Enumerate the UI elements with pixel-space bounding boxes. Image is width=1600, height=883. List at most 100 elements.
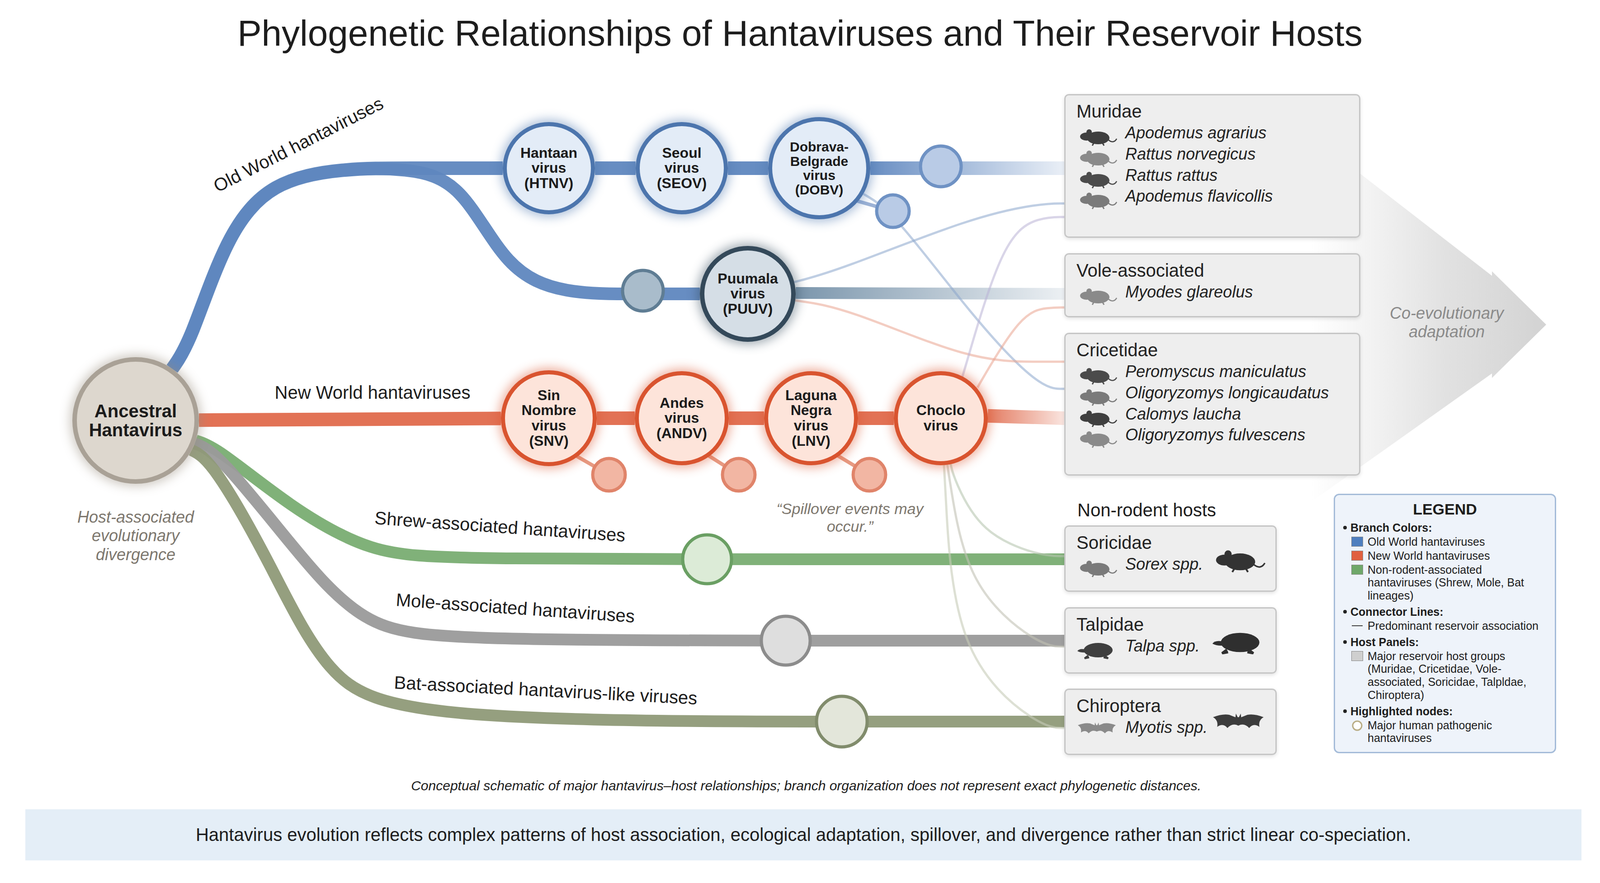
host-panel: CricetidaePeromyscus maniculatusOligoryz… [1064, 332, 1361, 476]
text-wrap: Puumala virus (PUUV) [713, 271, 782, 317]
legend-heading: Highlighted nodes: [1343, 704, 1547, 718]
species-name: Myotis spp. [1076, 717, 1267, 739]
legend-heading: Host Panels: [1343, 635, 1547, 649]
branch-connector [198, 418, 501, 421]
branch-connector [728, 411, 765, 425]
caption-band: Hantavirus evolution reflects complex pa… [25, 809, 1582, 861]
annotation: Host-associated evolutionary divergence [72, 507, 199, 564]
rodent-icon [1076, 167, 1118, 189]
legend-text: New World hantaviruses [1367, 549, 1490, 563]
diagram-title: Phylogenetic Relationships of Hantavirus… [0, 12, 1600, 55]
bat-icon [1211, 709, 1266, 734]
rodent-icon [1076, 385, 1118, 406]
text-wrap: Hantaan virus (HTNV) [514, 145, 583, 192]
circle-sample [1351, 719, 1364, 732]
rodent-icon [1076, 125, 1118, 147]
spillover-connector [947, 464, 1065, 647]
text-wrap: Laguna Negra virus (LNV) [777, 387, 845, 449]
mole-icon [1076, 638, 1118, 660]
legend-row: Old World hantaviruses [1351, 535, 1547, 549]
spillover-connector [976, 307, 1065, 389]
branch-connector [191, 450, 1065, 722]
branch-dot [622, 270, 664, 312]
legend-row: Non-rodent-associated hantaviruses (Shre… [1351, 563, 1547, 603]
legend-swatch [1351, 536, 1364, 547]
virus-name: Ancestral Hantavirus [83, 401, 188, 440]
legend-row: New World hantaviruses [1351, 549, 1547, 563]
host-panel: TalpidaeTalpa spp. [1064, 607, 1277, 674]
branch-label: Mole-associated hantaviruses [395, 589, 636, 627]
legend-bullet [1343, 640, 1347, 644]
panel-heading: Muridae [1076, 99, 1350, 123]
text-wrap: Andes virus (ANDV) [647, 395, 716, 442]
rodent-icon [1076, 146, 1118, 168]
legend-swatch [1351, 651, 1364, 661]
host-panel: SoricidaeSorex spp. [1064, 525, 1277, 592]
species-name: Talpa spp. [1076, 635, 1267, 657]
rodent-icon [1076, 556, 1118, 578]
legend-text: Predominant reservoir association [1367, 619, 1539, 633]
virus-name: Sin Nombre virus (SNV) [514, 387, 583, 449]
branch-connector [594, 161, 636, 175]
legend-swatch [1351, 564, 1364, 575]
species-name: Rattus norvegicus [1076, 143, 1350, 166]
rodent-icon [1211, 544, 1266, 573]
text-wrap: Sin Nombre virus (SNV) [514, 387, 583, 449]
text-wrap: Dobrava-Belgrade virus (DOBV) [782, 139, 857, 197]
species-name: Apodemus flavicollis [1076, 185, 1350, 208]
species-name: Myodes glareolus [1076, 281, 1350, 303]
branch-dot [853, 458, 886, 491]
rodent-icon [1076, 284, 1118, 306]
legend-heading: Connector Lines: [1343, 604, 1547, 619]
legend-text: Major human pathogenic hantaviruses [1367, 718, 1547, 746]
virus-name: Seoul virus (SEOV) [647, 145, 716, 192]
branch-connector [858, 411, 894, 425]
species-name: Sorex spp. [1076, 553, 1267, 576]
virus-circle: Laguna Negra virus (LNV) [764, 371, 859, 466]
virus-circle: Puumala virus (PUUV) [699, 245, 796, 342]
host-panel: Vole-associatedMyodes glareolus [1064, 253, 1361, 318]
virus-circle: Seoul virus (SEOV) [635, 122, 728, 215]
branch-dot [682, 534, 732, 584]
branch-dot [722, 458, 756, 491]
legend-text: Old World hantaviruses [1367, 535, 1485, 549]
spillover-connector [950, 464, 1065, 557]
rodent-icon [1076, 188, 1118, 210]
branch-label: Bat-associated hantavirus-like viruses [393, 672, 699, 709]
legend-row: Major reservoir host groups (Muridae, Cr… [1351, 649, 1547, 702]
virus-circle: Andes virus (ANDV) [634, 371, 729, 466]
line-sample [1351, 620, 1364, 631]
footnote: Conceptual schematic of major hantavirus… [410, 778, 1202, 794]
virus-name: Puumala virus (PUUV) [713, 271, 782, 317]
panel-heading: Soricidae [1076, 531, 1267, 554]
spillover-connector [795, 300, 1065, 362]
legend-bullet [1343, 609, 1347, 614]
branch-connector [795, 292, 1065, 294]
virus-name: Andes virus (ANDV) [647, 395, 716, 442]
rodent-icon [1076, 406, 1118, 428]
branch-dot [816, 696, 868, 747]
rodent-icon [1076, 363, 1118, 385]
text-wrap: Seoul virus (SEOV) [647, 145, 716, 192]
species-name: Peromyscus maniculatus [1076, 361, 1350, 383]
legend-text: Major reservoir host groups (Muridae, Cr… [1367, 649, 1547, 702]
virus-name: Hantaan virus (HTNV) [514, 145, 583, 192]
spillover-connector [962, 217, 1065, 377]
text-wrap: Ancestral Hantavirus [83, 401, 188, 440]
legend-swatch [1351, 550, 1364, 561]
branch-connector [172, 168, 700, 369]
branch-dot [592, 458, 626, 491]
legend-heading: Branch Colors: [1343, 520, 1547, 535]
text-wrap: Choclo virus [906, 402, 975, 434]
legend-heading: LEGEND [1343, 500, 1547, 519]
branch-label: Shrew-associated hantaviruses [373, 507, 627, 546]
legend-bullet [1343, 525, 1347, 530]
virus-name: Dobrava-Belgrade virus (DOBV) [782, 139, 857, 197]
annotation: Co-evolutionary adaptation [1387, 303, 1506, 342]
caption: Hantavirus evolution reflects complex pa… [195, 824, 1412, 845]
group-heading: Non-rodent hosts [1077, 500, 1217, 521]
species-name: Rattus rattus [1076, 165, 1350, 187]
legend-row: Predominant reservoir association [1351, 619, 1547, 633]
branch-dot [761, 616, 811, 666]
branch-connector [596, 411, 635, 425]
